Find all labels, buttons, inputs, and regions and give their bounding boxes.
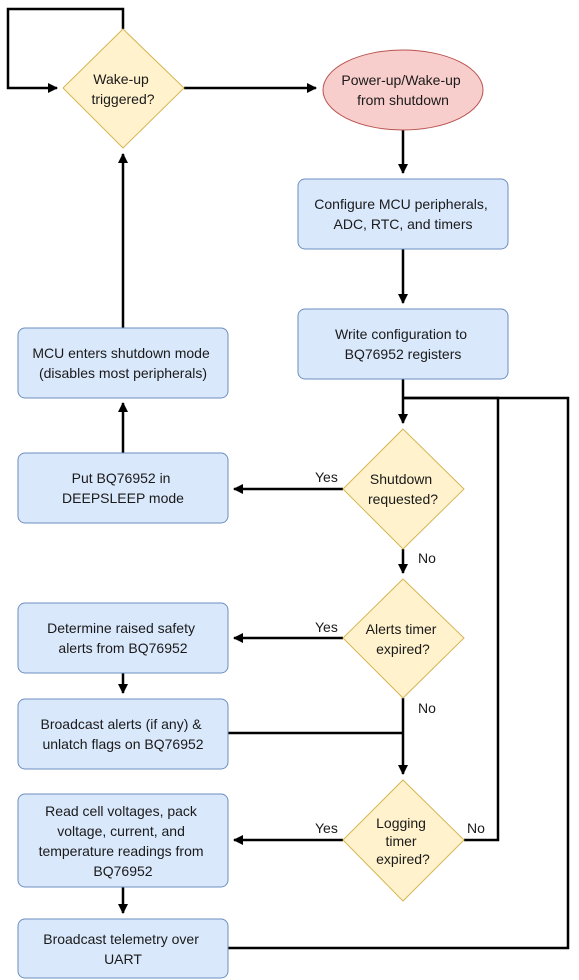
node-broadcast-telemetry: Broadcast telemetry over UART [17,918,229,979]
node-shutdown-requested-text: Shutdown requested? [368,471,438,507]
label-no-logging: No [467,820,485,836]
node-read-cells-text: Read cell voltages, pack voltage, curren… [39,803,208,879]
node-broadcast-alerts: Broadcast alerts (if any) & unlatch flag… [17,698,229,770]
node-alerts-timer-text: Alerts timer expired? [366,621,441,657]
node-wake-up-triggered-text: Wake-up triggered? [91,71,154,107]
node-shutdown-requested: Shutdown requested? [342,428,465,550]
node-write-config: Write configuration to BQ76952 registers [297,308,509,380]
node-power-up: Power-up/Wake-up from shutdown [322,49,484,131]
node-alerts-timer: Alerts timer expired? [342,578,465,699]
edge-labels: Yes No Yes No Yes No [315,469,485,836]
label-yes-logging: Yes [315,820,338,836]
node-broadcast-telemetry-text: Broadcast telemetry over UART [43,931,203,967]
node-determine-alerts: Determine raised safety alerts from BQ76… [17,602,229,674]
label-yes-alerts: Yes [315,619,338,635]
edges [6,7,570,950]
node-put-deepsleep-text: Put BQ76952 in DEEPSLEEP mode [62,470,184,506]
node-logging-timer-text: Logging timer expired? [376,815,430,867]
node-mcu-shutdown: MCU enters shutdown mode (disables most … [17,327,229,399]
label-no-alerts: No [418,700,436,716]
node-put-deepsleep: Put BQ76952 in DEEPSLEEP mode [17,452,229,524]
node-wake-up-triggered: Wake-up triggered? [62,28,185,149]
node-write-config-text: Write configuration to BQ76952 registers [335,326,471,362]
node-logging-timer: Logging timer expired? [342,779,465,902]
label-yes-shutdown: Yes [315,469,338,485]
edge-wakeup-self-loop [6,7,125,93]
node-configure-mcu-text: Configure MCU peripherals, ADC, RTC, and… [314,196,491,232]
node-power-up-text: Power-up/Wake-up from shutdown [341,72,464,108]
node-broadcast-alerts-text: Broadcast alerts (if any) & unlatch flag… [41,716,206,752]
edge-telemetry-loop [228,396,570,950]
node-mcu-shutdown-text: MCU enters shutdown mode (disables most … [32,345,213,381]
node-determine-alerts-text: Determine raised safety alerts from BQ76… [47,620,199,656]
node-configure-mcu: Configure MCU peripherals, ADC, RTC, and… [297,178,509,250]
node-read-cells: Read cell voltages, pack voltage, curren… [17,793,229,888]
label-no-shutdown: No [418,550,436,566]
